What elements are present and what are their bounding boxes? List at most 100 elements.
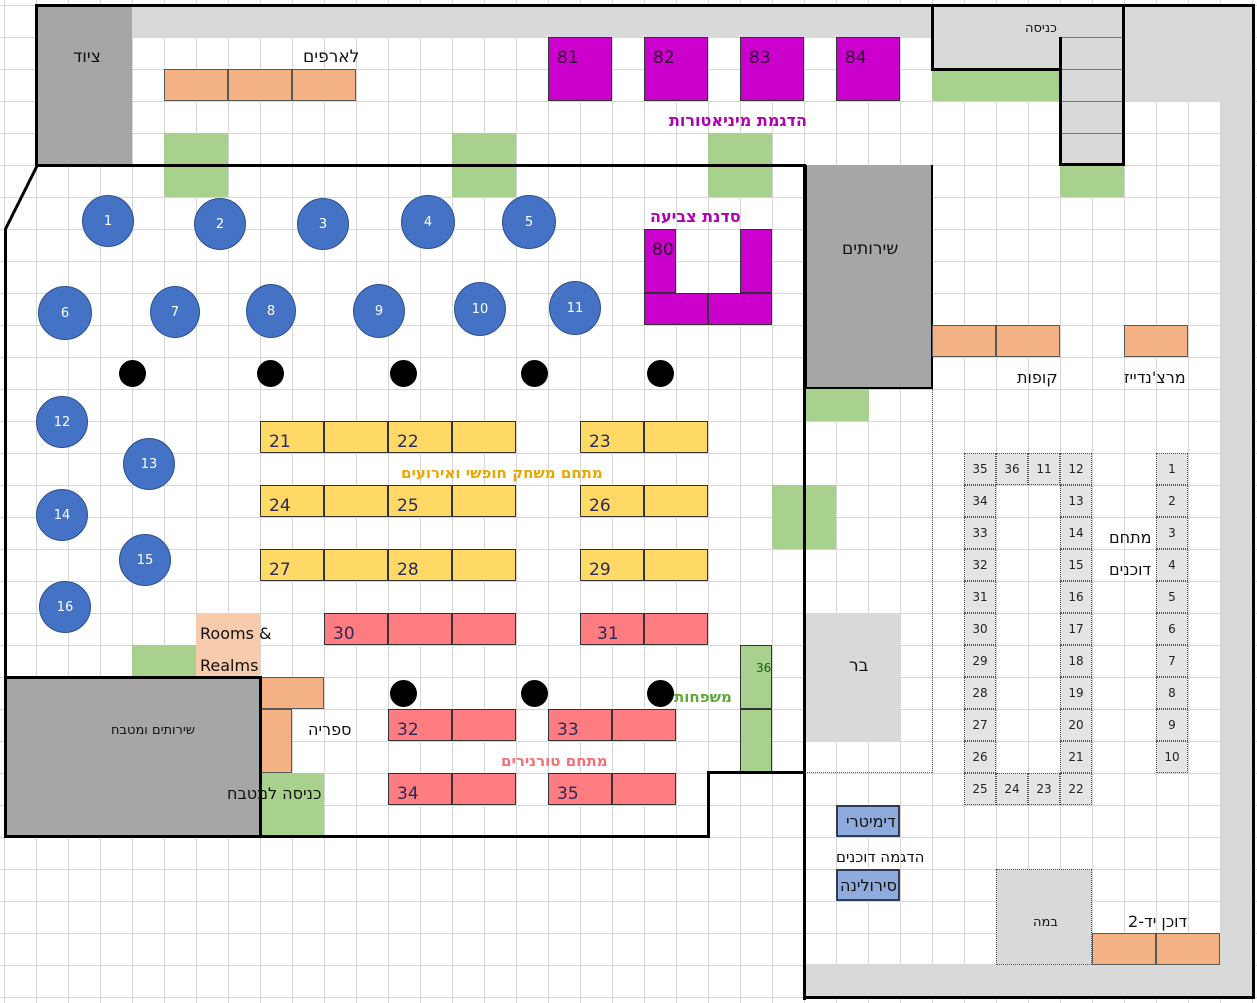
free-play-table[interactable] <box>324 549 388 581</box>
vendor-booth-32[interactable]: 32 <box>964 549 996 581</box>
vendor-booth-15[interactable]: 15 <box>1060 549 1092 581</box>
round-table-10[interactable]: 10 <box>454 282 506 336</box>
round-table-1[interactable]: 1 <box>82 195 134 247</box>
tournament-table[interactable]: 34 <box>388 773 452 805</box>
vendor-booth-4[interactable]: 4 <box>1156 549 1188 581</box>
demo-booth-sirolina[interactable]: סירולינה <box>836 869 900 901</box>
minis-table[interactable]: 81 <box>548 37 612 101</box>
free-play-table[interactable]: 28 <box>388 549 452 581</box>
table-number: 29 <box>589 560 611 580</box>
vendor-booth-9[interactable]: 9 <box>1156 709 1188 741</box>
free-play-table[interactable]: 24 <box>260 485 324 517</box>
vendor-booth-27[interactable]: 27 <box>964 709 996 741</box>
tournament-table[interactable]: 31 <box>580 613 644 645</box>
vendor-booth-28[interactable]: 28 <box>964 677 996 709</box>
vendor-booth-14[interactable]: 14 <box>1060 517 1092 549</box>
tournament-table[interactable]: 35 <box>548 773 612 805</box>
vendor-booth-24[interactable]: 24 <box>996 773 1028 805</box>
round-table-11[interactable]: 11 <box>549 281 601 335</box>
free-play-table[interactable] <box>452 549 516 581</box>
vendor-booth-19[interactable]: 19 <box>1060 677 1092 709</box>
vendor-booth-34[interactable]: 34 <box>964 485 996 517</box>
vendor-booth-20[interactable]: 20 <box>1060 709 1092 741</box>
painting-table-left[interactable] <box>644 229 676 293</box>
column-pillar <box>647 680 674 707</box>
tournament-table[interactable] <box>612 773 676 805</box>
tournament-table[interactable]: 33 <box>548 709 612 741</box>
vendor-booth-17[interactable]: 17 <box>1060 613 1092 645</box>
vendor-booth-36[interactable]: 36 <box>996 453 1028 485</box>
free-play-table[interactable]: 27 <box>260 549 324 581</box>
free-play-table[interactable] <box>644 549 708 581</box>
families-table[interactable] <box>740 709 772 773</box>
vendor-booth-25[interactable]: 25 <box>964 773 996 805</box>
vendor-booth-30[interactable]: 30 <box>964 613 996 645</box>
free-play-table[interactable]: 22 <box>388 421 452 453</box>
round-table-5[interactable]: 5 <box>502 195 556 249</box>
free-play-table[interactable] <box>644 421 708 453</box>
vendor-booth-5[interactable]: 5 <box>1156 581 1188 613</box>
free-play-table[interactable] <box>452 421 516 453</box>
round-table-15[interactable]: 15 <box>119 534 171 586</box>
free-play-table[interactable] <box>324 421 388 453</box>
vendor-booth-11[interactable]: 11 <box>1028 453 1060 485</box>
vendor-booth-23[interactable]: 23 <box>1028 773 1060 805</box>
wall <box>931 4 934 70</box>
vendor-booth-21[interactable]: 21 <box>1060 741 1092 773</box>
vendor-booth-7[interactable]: 7 <box>1156 645 1188 677</box>
round-table-14[interactable]: 14 <box>36 489 88 541</box>
free-play-table[interactable] <box>452 485 516 517</box>
painting-table-bottom[interactable] <box>708 293 772 325</box>
round-table-9[interactable]: 9 <box>353 284 405 338</box>
vendor-booth-26[interactable]: 26 <box>964 741 996 773</box>
minis-table[interactable]: 82 <box>644 37 708 101</box>
vendor-booth-18[interactable]: 18 <box>1060 645 1092 677</box>
tournament-table[interactable] <box>452 773 516 805</box>
round-table-12[interactable]: 12 <box>36 396 88 448</box>
minis-table[interactable]: 84 <box>836 37 900 101</box>
tournament-table[interactable]: 30 <box>324 613 388 645</box>
free-play-table[interactable]: 29 <box>580 549 644 581</box>
tournament-table[interactable] <box>644 613 708 645</box>
free-play-table[interactable]: 26 <box>580 485 644 517</box>
vendor-booth-35[interactable]: 35 <box>964 453 996 485</box>
round-table-2[interactable]: 2 <box>194 198 246 250</box>
painting-table-bottom[interactable] <box>644 293 708 325</box>
free-play-table[interactable] <box>324 485 388 517</box>
tournament-table[interactable]: 32 <box>388 709 452 741</box>
round-table-13[interactable]: 13 <box>123 438 175 490</box>
round-table-6[interactable]: 6 <box>38 286 92 340</box>
round-table-4[interactable]: 4 <box>401 195 455 249</box>
tournament-table[interactable] <box>612 709 676 741</box>
free-play-table[interactable]: 25 <box>388 485 452 517</box>
library-shelf <box>260 709 292 773</box>
tournament-table[interactable] <box>452 613 516 645</box>
free-play-table[interactable]: 23 <box>580 421 644 453</box>
equipment-label: ציוד <box>73 47 101 67</box>
free-play-table[interactable] <box>644 485 708 517</box>
vendor-booth-22[interactable]: 22 <box>1060 773 1092 805</box>
vendor-booth-8[interactable]: 8 <box>1156 677 1188 709</box>
round-table-16[interactable]: 16 <box>39 581 91 633</box>
vendor-booth-3[interactable]: 3 <box>1156 517 1188 549</box>
vendor-booth-33[interactable]: 33 <box>964 517 996 549</box>
vendor-booth-6[interactable]: 6 <box>1156 613 1188 645</box>
round-table-3[interactable]: 3 <box>297 198 349 250</box>
free-play-table[interactable]: 21 <box>260 421 324 453</box>
minis-table[interactable]: 83 <box>740 37 804 101</box>
round-table-7[interactable]: 7 <box>150 286 200 338</box>
vendor-booth-16[interactable]: 16 <box>1060 581 1092 613</box>
vendor-booth-12[interactable]: 12 <box>1060 453 1092 485</box>
vendor-booth-29[interactable]: 29 <box>964 645 996 677</box>
families-table[interactable]: 36 <box>740 645 772 709</box>
demo-booth-dimitri[interactable]: דימיטרי <box>836 805 900 837</box>
round-table-8[interactable]: 8 <box>246 284 296 338</box>
tournament-table[interactable] <box>452 709 516 741</box>
vendor-booth-13[interactable]: 13 <box>1060 485 1092 517</box>
vendor-booth-1[interactable]: 1 <box>1156 453 1188 485</box>
vendor-booth-10[interactable]: 10 <box>1156 741 1188 773</box>
vendor-booth-2[interactable]: 2 <box>1156 485 1188 517</box>
tournament-table[interactable] <box>388 613 452 645</box>
vendor-booth-31[interactable]: 31 <box>964 581 996 613</box>
painting-table-right[interactable] <box>740 229 772 293</box>
